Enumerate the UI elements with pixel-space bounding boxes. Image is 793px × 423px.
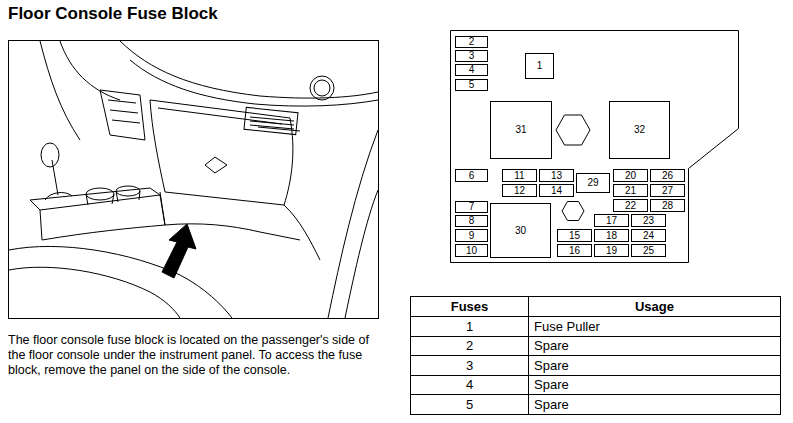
fuse-number: 20 [625,171,636,181]
fuse-number: 24 [643,231,654,241]
fuse-slot: 13 [539,169,574,182]
table-cell: 5 [411,395,528,414]
table-cell: Spare [529,337,780,355]
fuse-slot: 6 [455,169,488,182]
fuse-number: 17 [606,216,617,226]
fuse-slot: 17 [594,214,629,227]
fuse-slot: 7 [455,201,488,213]
page-title: Floor Console Fuse Block [8,4,218,24]
fuse-number: 15 [569,231,580,241]
table-cell: Spare [529,356,780,375]
fuse-slot: 22 [613,199,648,212]
fuse-slot: 28 [650,199,685,212]
table-header: Fuses [411,297,528,316]
fuse-slot: 4 [455,64,488,76]
fuse-slot: 24 [631,229,666,242]
fuse-number: 12 [514,186,525,196]
table-cell: 3 [411,356,528,375]
fuse-slot: 18 [594,229,629,242]
fuse-number: 21 [625,186,636,196]
table-cell: Spare [529,395,780,414]
fuse-slot: 32 [609,101,670,159]
table-cell: Spare [529,376,780,394]
fuse-slot: 3 [455,50,488,62]
fuse-slot: 16 [557,244,592,257]
fuse-number: 19 [606,246,617,256]
fuse-number: 7 [469,202,475,212]
fuse-number: 14 [551,186,562,196]
fuse-number: 13 [551,171,562,181]
location-note: The floor console fuse block is located … [8,333,380,378]
fuse-number: 23 [643,216,654,226]
fuse-slot: 19 [594,244,629,257]
location-arrow [162,224,196,278]
fuse-slot: 20 [613,169,648,182]
fuse-slot: 1 [525,53,554,79]
fuse-slot: 31 [490,101,552,159]
fuse-slot: 10 [455,244,488,257]
fuse-slot: 14 [539,184,574,197]
table-header: Usage [529,297,780,316]
illustration-frame [9,41,379,319]
fuse-slot: 27 [650,184,685,197]
fuse-slot: 9 [455,229,488,242]
fuse-number: 27 [662,186,673,196]
fuse-number: 16 [569,246,580,256]
fuse-slot: 21 [613,184,648,197]
table-cell: 1 [411,317,528,336]
hex-stud [562,202,584,221]
fuse-number: 5 [469,80,475,90]
fuse-number: 1 [537,61,543,71]
fuse-number: 18 [606,231,617,241]
table-cell: Fuse Puller [529,317,780,336]
fuse-number: 32 [634,125,645,135]
fuse-slot: 26 [650,169,685,182]
fuse-number: 29 [587,178,598,188]
fuse-number: 28 [662,201,673,211]
fuse-slot: 11 [502,169,537,182]
fuse-slot: 25 [631,244,666,257]
hex-stud [556,115,590,145]
fuse-number: 10 [466,246,477,256]
fuse-number: 2 [469,37,475,47]
fuse-number: 26 [662,171,673,181]
fuse-slot: 29 [576,173,610,193]
fuse-block-outline [451,31,739,263]
fuse-slot: 30 [490,203,551,258]
fuse-slot: 12 [502,184,537,197]
fuse-number: 11 [514,171,524,181]
table-cell: 4 [411,376,528,394]
fuse-number: 22 [625,201,636,211]
fuse-slot: 5 [455,79,488,91]
fuse-number: 4 [469,65,475,75]
table-grid [411,297,781,415]
fuse-number: 8 [469,216,475,226]
fuse-number: 31 [515,125,526,135]
fuse-slot: 23 [631,214,666,227]
fuse-number: 9 [469,231,475,241]
fuse-number: 30 [515,226,526,236]
table-cell: 2 [411,337,528,355]
fuse-slot: 15 [557,229,592,242]
fuse-number: 6 [469,171,475,181]
fuse-slot: 2 [455,36,488,48]
fuse-slot: 8 [455,215,488,227]
fuse-number: 25 [643,246,654,256]
fuse-number: 3 [469,51,475,61]
car-interior-drawing [9,41,378,318]
